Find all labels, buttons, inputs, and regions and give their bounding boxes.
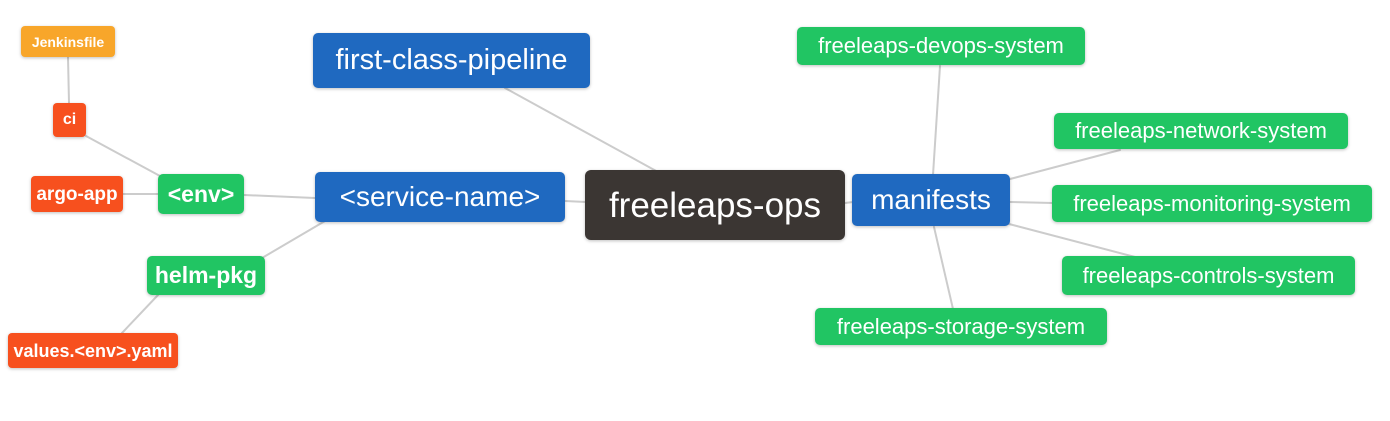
node-freeleaps-storage-system[interactable]: freeleaps-storage-system: [815, 308, 1107, 345]
edge-env-ci: [85, 135, 161, 177]
node-argo-app[interactable]: argo-app: [31, 176, 123, 212]
edge-manifests-storage-system: [933, 226, 954, 310]
node-freeleaps-devops-system[interactable]: freeleaps-devops-system: [797, 27, 1085, 65]
node-freeleaps-controls-system[interactable]: freeleaps-controls-system: [1062, 256, 1355, 295]
node-manifests[interactable]: manifests: [852, 174, 1010, 226]
node-freeleaps-network-system[interactable]: freeleaps-network-system: [1054, 113, 1348, 149]
edge-service-name-env: [243, 194, 316, 199]
edge-manifests-controls-system: [1008, 223, 1136, 258]
edge-service-name-helm-pkg: [261, 220, 326, 259]
node-helm-pkg[interactable]: helm-pkg: [147, 256, 265, 295]
node-jenkinsfile[interactable]: Jenkinsfile: [21, 26, 115, 57]
edge-ops-manifests: [844, 201, 854, 204]
node-values-env-yaml[interactable]: values.<env>.yaml: [8, 333, 178, 368]
edge-ci-jenkinsfile: [67, 56, 70, 104]
node-freeleaps-monitoring-system[interactable]: freeleaps-monitoring-system: [1052, 185, 1372, 222]
edge-ops-first-class-pipeline: [504, 87, 659, 173]
node-first-class-pipeline[interactable]: first-class-pipeline: [313, 33, 590, 88]
edge-ops-service-name: [564, 200, 587, 203]
edge-manifests-monitoring-system: [1009, 201, 1054, 204]
node-ci[interactable]: ci: [53, 103, 86, 137]
edge-helm-pkg-values: [121, 294, 159, 334]
edge-manifests-devops-system: [932, 65, 941, 176]
edge-manifests-network-system: [1009, 149, 1121, 180]
node-service-name[interactable]: <service-name>: [315, 172, 565, 222]
node-freeleaps-ops[interactable]: freeleaps-ops: [585, 170, 845, 240]
node-env[interactable]: <env>: [158, 174, 244, 214]
